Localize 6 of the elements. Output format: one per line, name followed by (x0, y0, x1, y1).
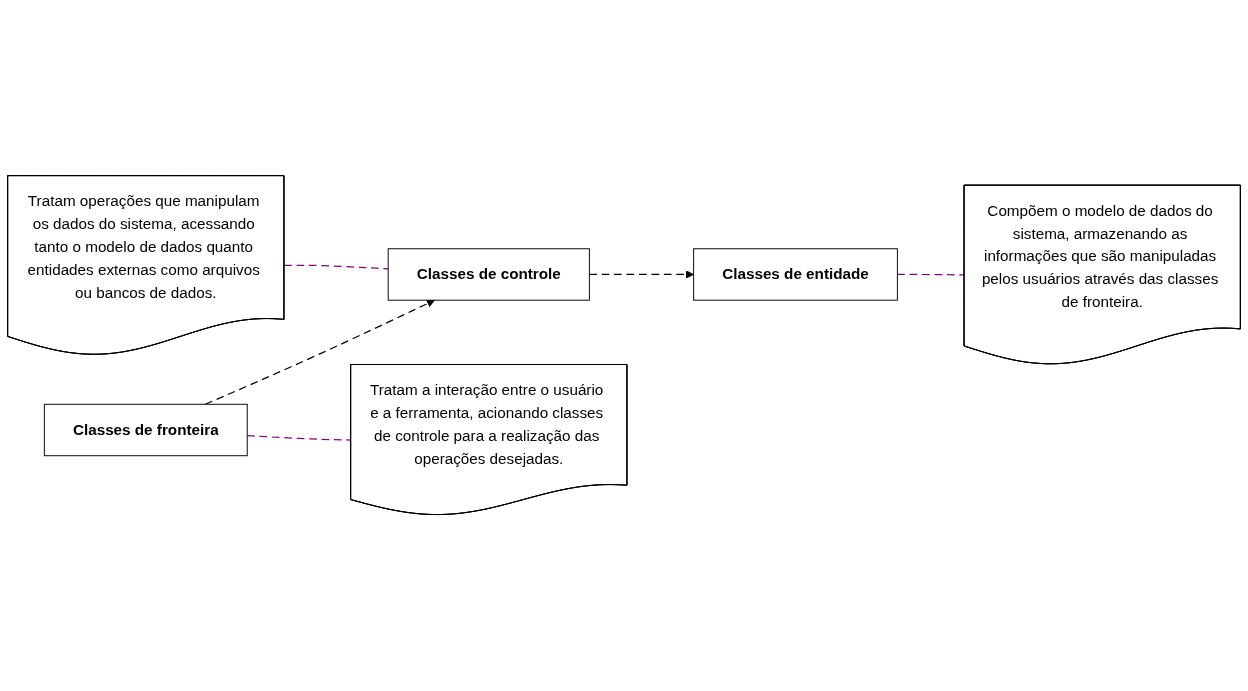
node-box: Classes de entidade (693, 248, 898, 302)
arrow (204, 300, 435, 406)
node-box: Classes de controle (387, 248, 590, 302)
arrow (588, 270, 694, 280)
connector (896, 274, 966, 276)
node-box: Classes de fronteira (43, 404, 248, 457)
